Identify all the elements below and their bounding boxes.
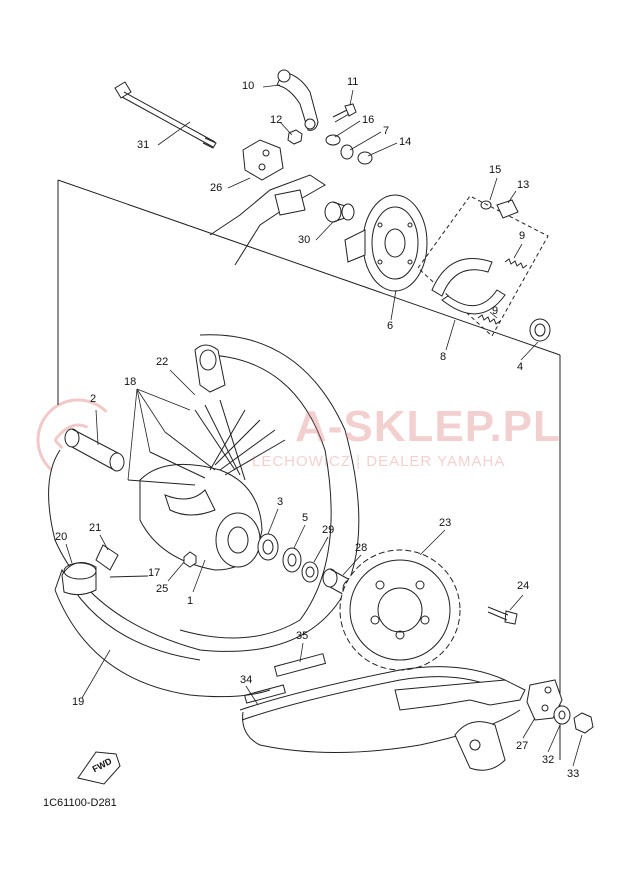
callout-4: 4 xyxy=(517,361,524,373)
leader-17 xyxy=(109,575,149,578)
callout-31: 31 xyxy=(137,139,150,151)
pin-7 xyxy=(340,144,354,160)
rim-lock xyxy=(194,344,226,393)
watermark-sub: LECHOWICZ | DEALER YAMAHA xyxy=(252,453,506,470)
callout-14: 14 xyxy=(399,136,412,148)
callout-9-lower: 9 xyxy=(492,305,499,317)
callout-8: 8 xyxy=(440,351,447,363)
wheel-hub xyxy=(139,463,263,571)
callout-21: 21 xyxy=(89,522,102,534)
callout-27: 27 xyxy=(516,740,529,752)
callout-3: 3 xyxy=(277,496,284,508)
frame-line-top xyxy=(57,179,561,356)
callout-10: 10 xyxy=(242,80,255,92)
callout-2: 2 xyxy=(90,393,97,405)
brake-shoes xyxy=(431,258,506,315)
callout-7: 7 xyxy=(383,125,390,137)
sprocket xyxy=(339,549,461,671)
oil-seal-5 xyxy=(282,547,302,573)
callout-1: 1 xyxy=(187,595,194,607)
tube-valve-21 xyxy=(95,544,119,571)
axle-shaft xyxy=(114,81,217,149)
diagram-reference-code: 1C61100-D281 xyxy=(43,797,117,809)
nut-25 xyxy=(183,551,197,568)
callout-9-upper: 9 xyxy=(519,230,526,242)
fwd-arrow xyxy=(77,751,121,785)
callout-13: 13 xyxy=(517,179,530,191)
collar-30 xyxy=(324,201,355,223)
callout-26: 26 xyxy=(210,182,223,194)
nut-14 xyxy=(357,151,373,165)
callout-24: 24 xyxy=(517,580,530,592)
bearing-3 xyxy=(257,533,279,561)
spring-9-lower xyxy=(477,314,501,325)
callout-5: 5 xyxy=(302,512,309,524)
callout-18: 18 xyxy=(124,376,137,388)
callout-29: 29 xyxy=(322,524,335,536)
callout-20: 20 xyxy=(55,531,68,543)
cam-13 xyxy=(496,199,519,219)
callout-17: 17 xyxy=(148,567,161,579)
bolt-24 xyxy=(487,606,518,625)
spring-9-upper xyxy=(504,258,528,269)
nut-12 xyxy=(287,129,303,145)
callout-34: 34 xyxy=(240,674,253,686)
callout-33: 33 xyxy=(567,768,580,780)
collar-2 xyxy=(64,428,125,472)
brake-arm xyxy=(276,71,319,131)
adjuster-27 xyxy=(526,679,563,721)
bolt-11 xyxy=(332,103,357,123)
callout-25: 25 xyxy=(156,583,169,595)
callout-16: 16 xyxy=(362,114,375,126)
brake-panel xyxy=(344,194,428,292)
callout-19: 19 xyxy=(72,696,85,708)
callout-12: 12 xyxy=(270,114,283,126)
callout-11: 11 xyxy=(347,76,359,88)
callout-15: 15 xyxy=(489,164,502,176)
bracket-26 xyxy=(242,139,284,181)
oring-15 xyxy=(480,200,492,210)
washer-16 xyxy=(325,134,341,146)
callout-23: 23 xyxy=(439,517,452,529)
leader-lines xyxy=(65,84,583,767)
callout-30: 30 xyxy=(298,234,311,246)
washer-32 xyxy=(553,705,571,725)
callout-22: 22 xyxy=(156,356,169,368)
callout-28: 28 xyxy=(355,542,368,554)
spokes xyxy=(127,399,286,486)
callout-35: 35 xyxy=(296,630,309,642)
watermark-main: A-SKLEP.PL xyxy=(295,402,561,451)
nut-33 xyxy=(573,712,594,734)
callout-32: 32 xyxy=(542,754,555,766)
callout-6: 6 xyxy=(387,320,394,332)
swing-arm-upper xyxy=(209,174,326,266)
bearing-4 xyxy=(529,318,551,342)
swing-arm-rear xyxy=(394,679,526,711)
collar-29 xyxy=(301,561,319,583)
